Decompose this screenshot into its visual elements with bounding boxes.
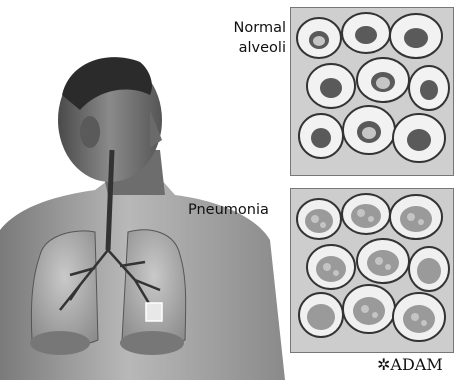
left-lung-base: [30, 331, 90, 355]
normal-alveoli-panel: [290, 7, 454, 176]
pneumonia-alveoli-illustration: [291, 189, 453, 352]
zoom-region-marker: [146, 303, 162, 321]
asterisk-star-icon: ✲: [377, 355, 390, 374]
human-torso-figure: [0, 0, 290, 380]
adam-logo: ✲ADAM: [377, 355, 443, 374]
torso-illustration: [0, 0, 290, 380]
normal-alveoli-illustration: [291, 8, 453, 175]
adam-logo-text: ADAM: [390, 355, 442, 374]
pneumonia-alveoli-panel: [290, 188, 454, 353]
label-alveoli: alveoli: [222, 39, 286, 57]
label-pneumonia: Pneumonia: [188, 201, 269, 219]
ear-shape: [80, 116, 100, 148]
right-lung-base: [120, 331, 184, 355]
label-normal: Normal: [222, 19, 286, 37]
